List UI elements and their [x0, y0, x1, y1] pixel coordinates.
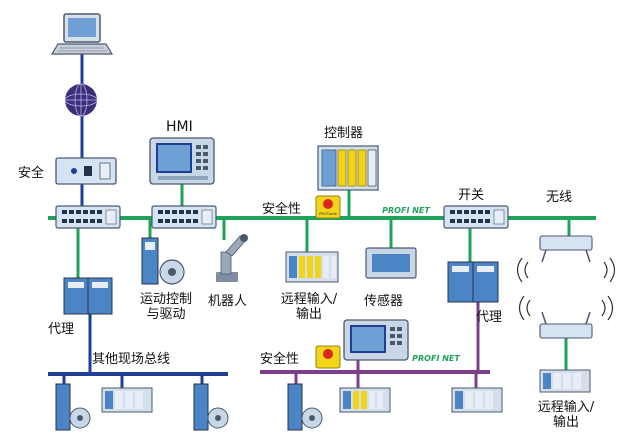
label-motion-line1: 运动控制 — [139, 292, 192, 307]
other-fieldbus-lines — [48, 312, 228, 392]
label-other-fieldbus: 其他现场总线 — [92, 352, 171, 367]
controller-plc-icon — [317, 145, 379, 191]
label-safety-top: 安全 — [18, 166, 45, 181]
proxy-right-icon — [447, 261, 499, 303]
robot-arm-icon — [216, 234, 248, 282]
label-hmi: HMI — [166, 119, 193, 135]
hmi-panel-icon — [149, 137, 215, 185]
svg-text:PROFI NET: PROFI NET — [382, 206, 430, 215]
switch-left — [55, 205, 121, 229]
remote-io-wireless-icon — [539, 369, 591, 393]
profinet-logo-top: PROFI NET — [382, 202, 430, 216]
svg-text:PROFI NET: PROFI NET — [412, 354, 460, 363]
label-robot: 机器人 — [208, 294, 248, 309]
wireless-access-point-top — [516, 235, 616, 283]
label-remote-io2-line1: 远程输入/ — [537, 400, 595, 415]
proxy-left-icon — [63, 277, 113, 315]
computer-icon — [50, 13, 114, 55]
motion-drive-icon — [141, 237, 185, 285]
emergency-stop-bottom-icon — [315, 345, 341, 369]
switch-hmi — [151, 205, 217, 229]
emergency-stop-icon: PROFIsafe — [315, 195, 341, 219]
label-motion-line2: 与驱动 — [146, 307, 186, 322]
label-remote-io-line1: 远程输入/ — [280, 292, 338, 307]
purple-bus-lines — [260, 302, 490, 390]
label-remote-io2-line2: 输出 — [552, 415, 579, 430]
purple-remote-io-icon — [339, 387, 391, 413]
label-proxy-right: 代理 — [476, 310, 503, 325]
label-switch: 开关 — [458, 188, 485, 203]
label-remote-io: 远程输入/ 输出 — [268, 292, 350, 322]
label-wireless: 无线 — [546, 190, 573, 205]
profinet-logo-bottom: PROFI NET — [412, 350, 460, 364]
label-controller: 控制器 — [324, 126, 364, 141]
label-remote-io-line2: 输出 — [295, 307, 322, 322]
sensor-icon — [365, 247, 417, 279]
fieldbus-drive-2-icon — [193, 383, 229, 431]
fieldbus-drive-1-icon — [55, 383, 91, 431]
label-proxy-left: 代理 — [48, 322, 75, 337]
label-safety-bottom: 安全性 — [260, 352, 300, 367]
internet-globe-icon — [64, 83, 98, 117]
label-motion-control: 运动控制 与驱动 — [130, 292, 202, 322]
purple-io-icon — [451, 387, 503, 413]
fieldbus-io-icon — [101, 387, 153, 413]
purple-drive-icon — [287, 383, 323, 431]
wireless-access-point-bottom — [518, 295, 614, 339]
label-sensor: 传感器 — [364, 294, 404, 309]
label-remote-io-wireless: 远程输入/ 输出 — [526, 400, 606, 430]
svg-text:PROFIsafe: PROFIsafe — [319, 212, 337, 216]
label-safety-mid: 安全性 — [262, 202, 302, 217]
remote-io-mid-icon — [285, 251, 339, 283]
switch-right — [443, 205, 509, 229]
bottom-hmi-panel-icon — [343, 319, 409, 361]
safety-module-icon — [55, 157, 117, 185]
